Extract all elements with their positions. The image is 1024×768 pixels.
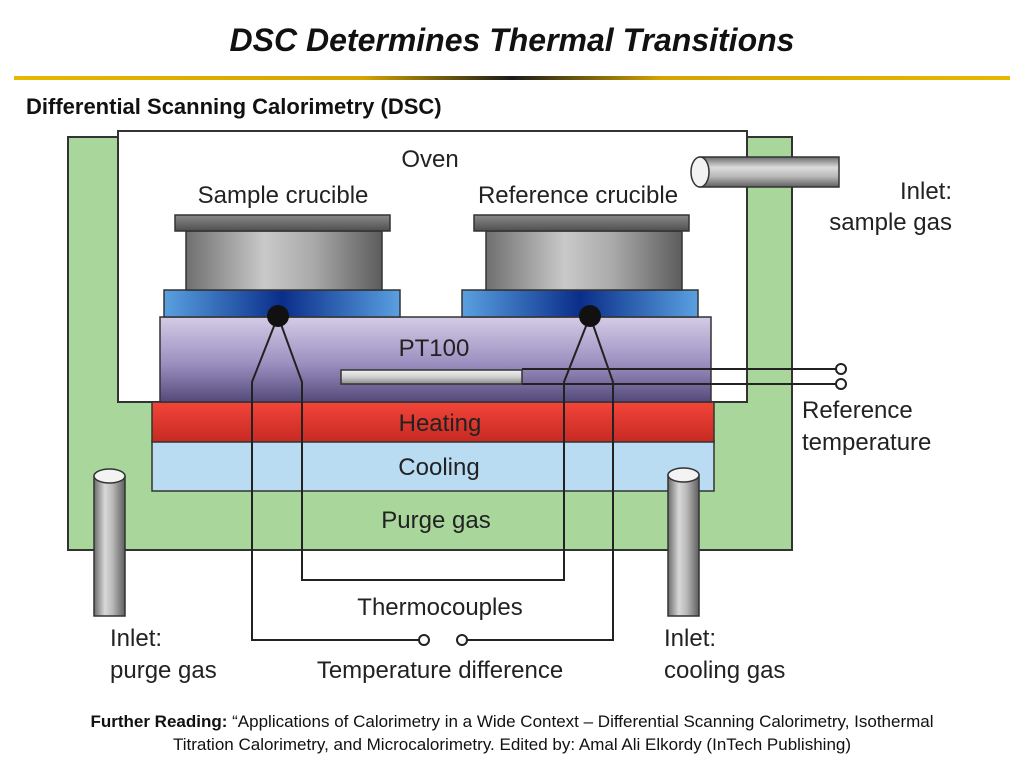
footer-citation-line-2: Titration Calorimetry, and Microcalorime…	[172, 735, 852, 754]
label-inlet-sample-gas-1: Inlet:	[900, 178, 952, 205]
pt100-probe-bar	[340, 369, 523, 385]
sample-gas-inlet-pipe	[690, 156, 840, 188]
sample-crucible	[174, 214, 391, 291]
reference-crucible	[473, 214, 690, 291]
label-reference-temperature-1: Reference	[802, 397, 913, 424]
label-temperature-difference: Temperature difference	[317, 657, 563, 684]
ref-temp-terminal-bottom	[835, 378, 847, 390]
label-oven: Oven	[401, 146, 458, 173]
further-reading-label: Further Reading:	[90, 712, 228, 731]
label-sample-crucible: Sample crucible	[198, 182, 369, 209]
label-pt100: PT100	[399, 335, 470, 362]
reference-thermocouple-junction	[579, 305, 601, 327]
label-cooling: Cooling	[398, 454, 479, 481]
footer-citation-line-1: “Applications of Calorimetry in a Wide C…	[232, 712, 934, 731]
cooling-layer	[151, 440, 715, 492]
temp-diff-terminal-left	[418, 634, 430, 646]
label-heating: Heating	[399, 410, 482, 437]
title-rule	[14, 76, 1010, 80]
cooling-gas-inlet-pipe	[667, 467, 700, 617]
purge-gas-inlet-pipe	[93, 468, 126, 617]
thermocouple-wires	[251, 315, 614, 641]
temp-diff-terminal-right	[456, 634, 468, 646]
dsc-diagram: Oven Sample crucible Reference crucible …	[67, 130, 952, 684]
slide-title: DSC Determines Thermal Transitions	[229, 22, 795, 58]
label-reference-temperature-2: temperature	[802, 429, 931, 456]
label-inlet-cooling-gas-2: cooling gas	[664, 657, 785, 684]
label-inlet-purge-gas-1: Inlet:	[110, 625, 162, 652]
ref-temp-terminal-top	[835, 363, 847, 375]
slide-subtitle: Differential Scanning Calorimetry (DSC)	[26, 94, 442, 119]
label-inlet-sample-gas-2: sample gas	[829, 209, 952, 236]
label-inlet-purge-gas-2: purge gas	[110, 657, 217, 684]
label-inlet-cooling-gas-1: Inlet:	[664, 625, 716, 652]
sample-thermocouple-junction	[267, 305, 289, 327]
footer-line-1: Further Reading: “Applications of Calori…	[0, 710, 1024, 733]
heating-layer	[151, 401, 715, 443]
label-thermocouples: Thermocouples	[357, 594, 522, 621]
label-purge-gas: Purge gas	[381, 507, 490, 534]
label-reference-crucible: Reference crucible	[478, 182, 678, 209]
further-reading-footer: Further Reading: “Applications of Calori…	[0, 710, 1024, 756]
